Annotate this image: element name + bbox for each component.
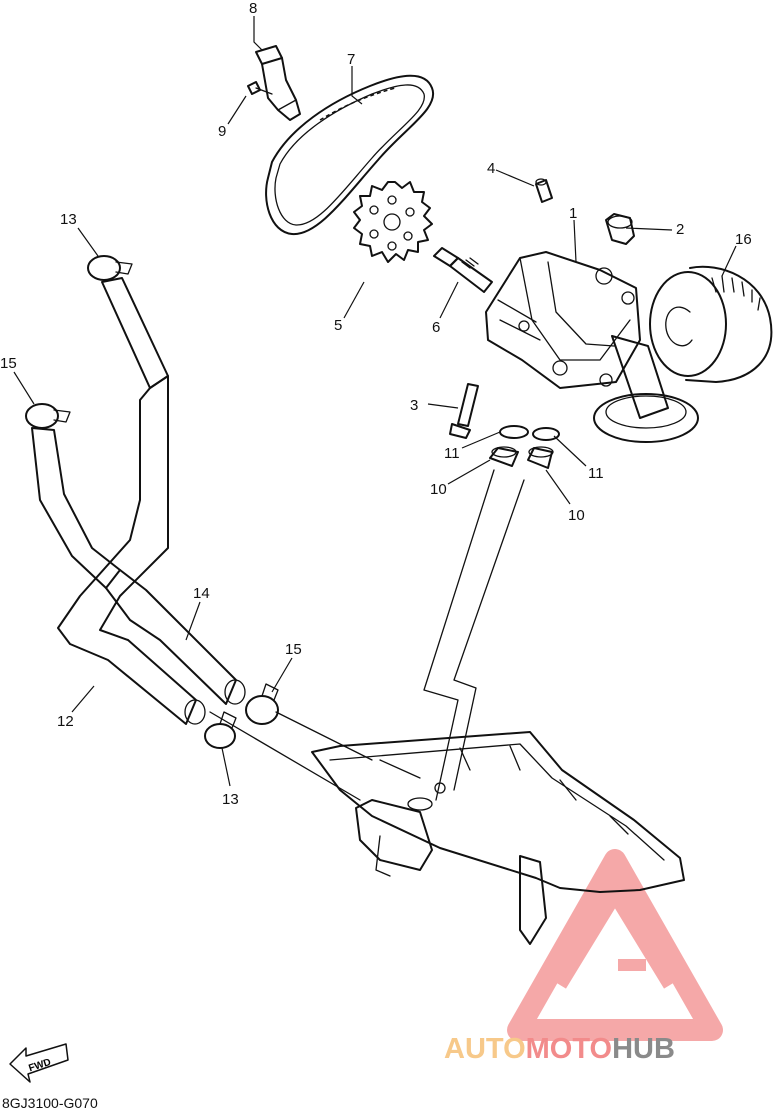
pump-cap [605,213,635,245]
chain-guide [255,45,301,121]
oil-pump-assembly [485,251,699,443]
watermark-part-hub: HUB [612,1033,675,1065]
clamp-13-bottom [204,711,237,749]
watermark-part-moto: MOTO [526,1033,612,1065]
callout-labels: 1 2 3 4 5 6 7 8 9 10 10 11 11 12 13 13 1… [0,0,752,808]
callout-6: 6 [432,319,440,336]
callout-9: 9 [218,123,226,140]
clamp-15-left [25,403,71,429]
callout-3: 3 [410,397,418,414]
watermark-logo [507,849,723,1041]
pump-shaft [433,247,493,293]
callout-1: 1 [569,205,577,222]
hose-12 [57,277,206,725]
dowel-pin [535,178,553,203]
callout-5: 5 [334,317,342,334]
callout-2: 2 [676,221,684,238]
callout-13-top: 13 [60,211,77,228]
hose-14 [31,427,246,705]
watermark-part-auto: AUTO [444,1033,526,1065]
clamp-15-right [245,683,279,725]
callout-11-left: 11 [444,445,460,462]
callout-11-right: 11 [588,465,604,482]
callout-12: 12 [57,713,74,730]
callout-13-bottom: 13 [222,791,239,808]
callout-8: 8 [249,0,257,17]
oil-filter [649,265,773,383]
callout-4: 4 [487,160,495,177]
leader-lines [13,16,737,787]
diagram-code: 8GJ3100-G070 [2,1095,98,1111]
watermark-text: AUTOMOTOHUB [444,1033,675,1065]
callout-16: 16 [735,231,752,248]
callout-7: 7 [347,51,355,68]
bolt-3 [449,383,479,439]
callout-15-right: 15 [285,641,302,658]
sprocket [353,181,433,263]
o-rings [499,425,560,441]
oil-pan [311,731,685,945]
callout-10-left: 10 [430,481,447,498]
fwd-arrow-icon: FWD [9,1043,69,1083]
callout-10-right: 10 [568,507,585,524]
callout-15-left: 15 [0,355,17,372]
callout-14: 14 [193,585,210,602]
clamp-13-top [87,255,133,281]
collars [489,446,554,469]
bolt-9 [247,81,273,95]
oil-pump-drive-chain [265,74,435,236]
hose-routing-lines [209,711,373,801]
